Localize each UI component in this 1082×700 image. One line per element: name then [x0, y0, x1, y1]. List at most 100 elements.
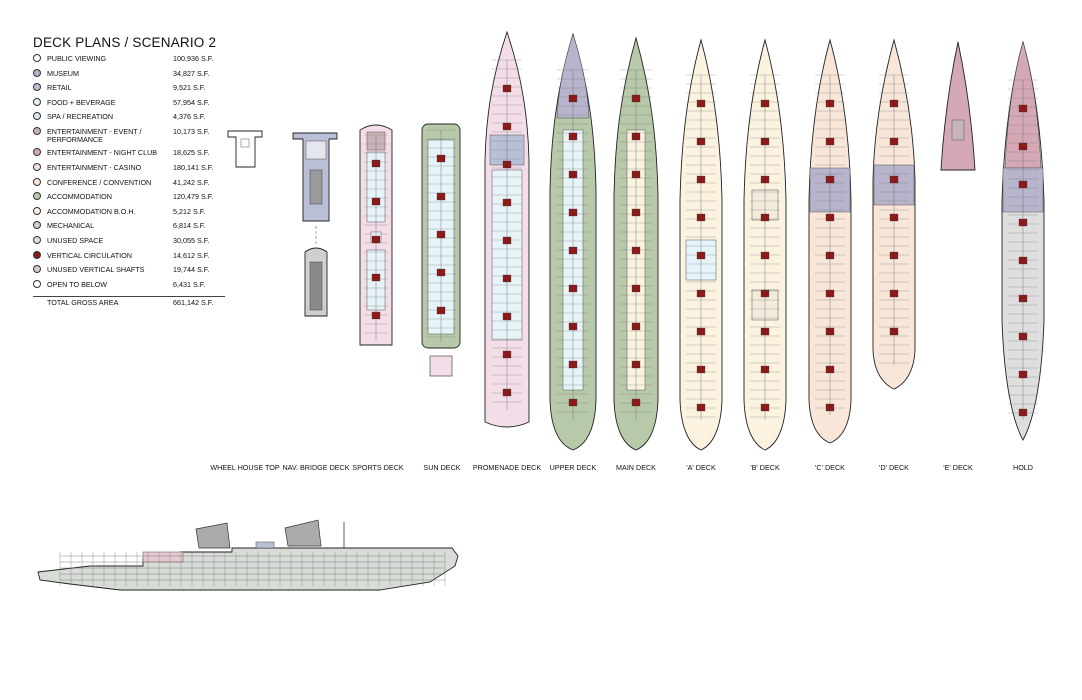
profile-section-marks: [59, 552, 446, 586]
vertical-circulation-core: [568, 208, 578, 217]
vertical-circulation-core: [825, 99, 835, 108]
vertical-circulation-core: [1018, 218, 1028, 227]
legend-label: PUBLIC VIEWING: [47, 54, 107, 63]
legend-area: 41,242 S.F.: [173, 177, 210, 187]
vertical-circulation-core: [696, 137, 706, 146]
deck-label: 'D' DECK: [879, 463, 909, 472]
nav-bridge-deck-plan: [292, 132, 338, 317]
legend-area: 34,827 S.F.: [173, 68, 210, 78]
vertical-circulation-core: [631, 208, 641, 217]
vertical-circulation-core: [825, 327, 835, 336]
vertical-circulation-core: [568, 398, 578, 407]
legend-swatch: [33, 177, 41, 186]
legend-swatch: [33, 206, 41, 215]
vertical-circulation-core: [889, 99, 899, 108]
legend-label: OPEN TO BELOW: [47, 279, 108, 289]
vertical-circulation-core: [760, 251, 770, 260]
vertical-circulation-core: [502, 122, 512, 131]
vertical-circulation-core: [760, 137, 770, 146]
legend-swatch: [33, 83, 41, 92]
vertical-circulation-core: [760, 289, 770, 298]
total-label: TOTAL GROSS AREA: [47, 298, 119, 307]
legend-area: 5,212 S.F.: [173, 206, 206, 216]
vertical-circulation-core: [631, 246, 641, 255]
vertical-circulation-core: [760, 213, 770, 222]
vertical-circulation-core: [889, 137, 899, 146]
deck-label: NAV. BRIDGE DECK: [282, 463, 350, 472]
vertical-circulation-core: [568, 170, 578, 179]
deck-room-grid: [879, 74, 909, 365]
vertical-circulation-core: [825, 137, 835, 146]
deck-label: 'B' DECK: [750, 463, 780, 472]
deck-label: SUN DECK: [423, 463, 461, 472]
legend-swatch: [33, 236, 41, 245]
vertical-circulation-core: [1018, 332, 1028, 341]
deck-room-grid: [557, 69, 589, 420]
vertical-circulation-core: [371, 273, 381, 282]
vertical-circulation-core: [696, 213, 706, 222]
vertical-circulation-core: [436, 230, 446, 239]
vertical-circulation-core: [631, 360, 641, 369]
legend-swatch: [33, 126, 41, 135]
legend-area: 57,954 S.F.: [173, 97, 210, 107]
vertical-circulation-core: [825, 365, 835, 374]
deck-label: WHEEL HOUSE TOP: [210, 463, 280, 472]
vertical-circulation-core: [825, 213, 835, 222]
vertical-circulation-core: [502, 388, 512, 397]
legend-label: RETAIL: [47, 83, 72, 93]
vertical-circulation-core: [502, 236, 512, 245]
diagram-title: DECK PLANS / SCENARIO 2: [33, 35, 217, 50]
vertical-circulation-core: [568, 132, 578, 141]
vertical-circulation-core: [436, 154, 446, 163]
legend-swatch: [33, 192, 41, 201]
deck-room-grid: [426, 129, 456, 342]
vertical-circulation-core: [502, 84, 512, 93]
vertical-circulation-core: [889, 213, 899, 222]
vertical-circulation-core: [760, 99, 770, 108]
vertical-circulation-core: [1018, 142, 1028, 151]
vertical-circulation-core: [631, 284, 641, 293]
vertical-circulation-core: [502, 274, 512, 283]
vertical-circulation-core: [696, 251, 706, 260]
wheel-house-top-plan: [227, 130, 263, 168]
vertical-circulation-core: [568, 246, 578, 255]
vertical-circulation-core: [502, 160, 512, 169]
vertical-circulation-core: [1018, 370, 1028, 379]
vertical-circulation-core: [696, 403, 706, 412]
legend-label: MUSEUM: [47, 68, 79, 78]
legend-label: MECHANICAL: [47, 221, 95, 231]
legend-area: 18,625 S.F.: [173, 148, 210, 158]
legend-label: ACCOMMODATION: [47, 192, 112, 202]
vertical-circulation-core: [502, 198, 512, 207]
total-gross-area-row: TOTAL GROSS AREA 661,142 S.F.: [47, 298, 237, 307]
legend-swatch: [33, 265, 41, 274]
vertical-circulation-core: [760, 365, 770, 374]
vertical-circulation-core: [889, 327, 899, 336]
legend-swatch: [33, 97, 41, 106]
vertical-circulation-core: [696, 99, 706, 108]
deck-room-grid: [1008, 79, 1038, 420]
legend-area: 9,521 S.F.: [173, 83, 206, 93]
deck-label: UPPER DECK: [549, 463, 597, 472]
vertical-circulation-core: [696, 327, 706, 336]
legend-label: ENTERTAINMENT - CASINO: [47, 163, 142, 173]
vertical-circulation-core: [696, 175, 706, 184]
legend-swatch: [33, 163, 41, 172]
total-area-value: 661,142 S.F.: [173, 298, 214, 307]
vertical-circulation-core: [631, 322, 641, 331]
vertical-circulation-core: [889, 251, 899, 260]
